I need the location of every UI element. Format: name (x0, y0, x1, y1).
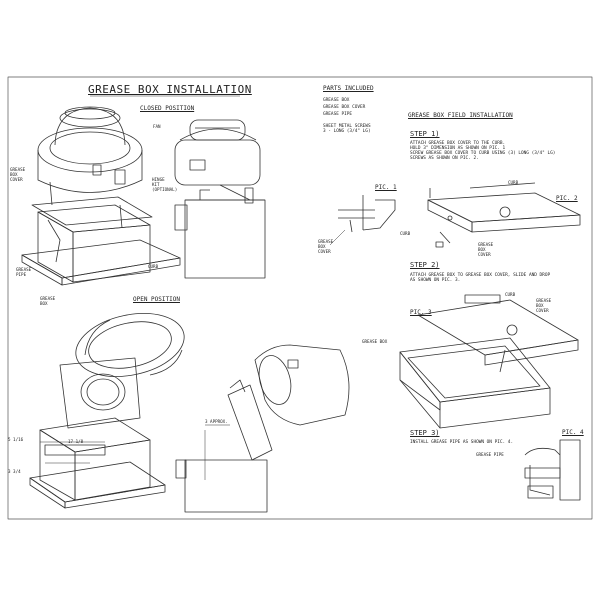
grease-box-label: GREASE BOX (40, 296, 56, 306)
field-installation-heading: GREASE BOX FIELD INSTALLATION (408, 112, 513, 119)
pic3-cover-label: GREASE BOX COVER (536, 298, 552, 313)
parts-item: GREASE PIPE (323, 112, 353, 117)
closed-position-side-view-drawing (174, 119, 266, 279)
open-position-side-view-drawing (175, 344, 350, 513)
parts-item: GREASE BOX (323, 98, 350, 103)
parts-screws: SHEET METAL SCREWS 3 - LONG (3/4" LG) (323, 124, 371, 135)
step2-text: ATTACH GREASE BOX TO GREASE BOX COVER, S… (410, 273, 551, 284)
parts-included-heading: PARTS INCLUDED (323, 85, 374, 92)
step3-label: STEP 3) (410, 429, 440, 437)
pic2-label: PIC. 2 (556, 195, 578, 202)
step3-text: INSTALL GREASE PIPE AS SHOWN ON PIC. 4. (410, 440, 514, 445)
hinge-kit-label: HINGE KIT (OPTIONAL) (152, 177, 178, 192)
pic3-label: PIC. 3 (410, 309, 432, 316)
dimension-3-approx: 3 APPROX. (205, 419, 228, 424)
fan-label: FAN (153, 124, 161, 129)
pic3-box-label: GREASE BOX (362, 339, 388, 344)
dimension-17-1-8: 17 1/8 (68, 439, 84, 444)
pic4-label: PIC. 4 (562, 429, 584, 436)
step1-text: ATTACH GREASE BOX COVER TO THE CURB. HOL… (410, 141, 556, 162)
pic3-curb-label: CURB (505, 292, 516, 297)
pic1-drawing (329, 195, 396, 246)
grease-pipe-label: GREASE PIPE (16, 267, 32, 277)
step2-label: STEP 2) (410, 261, 440, 269)
step1-label: STEP 1) (410, 130, 440, 138)
pic1-cover-label: GREASE BOX COVER (318, 239, 334, 254)
dimension-5-1-16: 5 1/16 (8, 437, 24, 442)
pic4-pipe-label: GREASE PIPE (476, 452, 504, 457)
pic2-curb-label: CURB (508, 180, 519, 185)
pic4-drawing (524, 439, 581, 501)
parts-item: GREASE BOX COVER (323, 105, 366, 110)
closed-position-heading: CLOSED POSITION (140, 105, 195, 112)
grease-box-cover-label: GREASE BOX COVER (10, 167, 26, 182)
pic1-curb-label: CURB (400, 231, 411, 236)
pic3-drawing (399, 294, 579, 429)
closed-position-fan-drawing (21, 106, 181, 286)
pic2-drawing (427, 182, 581, 248)
pic2-cover-label: GREASE BOX COVER (478, 242, 494, 257)
dimension-3-3-4: 3 3/4 (8, 469, 21, 474)
pic1-label: PIC. 1 (375, 184, 397, 191)
sheet-title: GREASE BOX INSTALLATION (88, 83, 252, 96)
open-position-fan-drawing (29, 313, 185, 509)
curb-label: CURB (148, 264, 159, 269)
open-position-heading: OPEN POSITION (133, 296, 180, 303)
